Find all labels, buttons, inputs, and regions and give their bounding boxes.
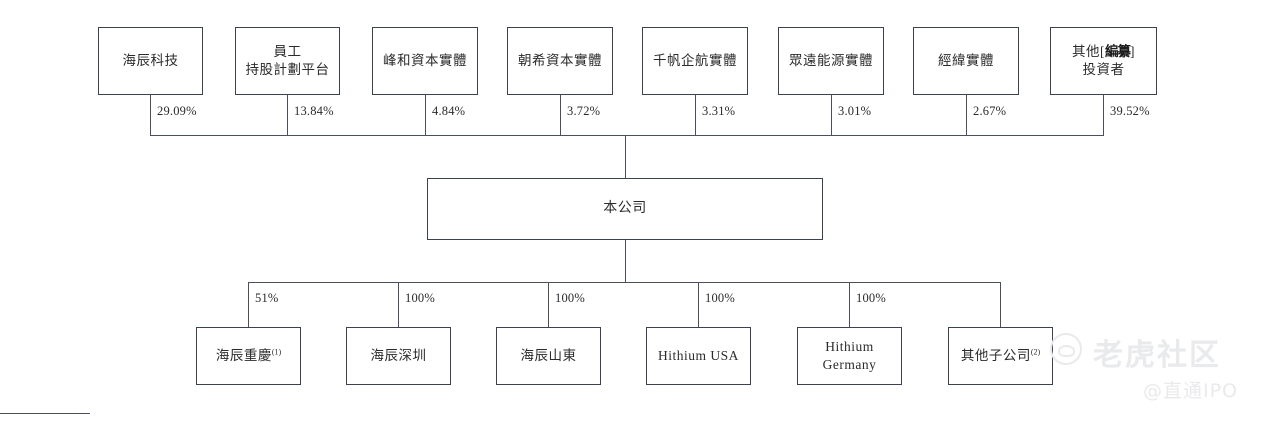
subsidiary-label-3: Hithium USA: [658, 347, 739, 363]
connector-subsidiary-2: [548, 282, 549, 327]
connector-subsidiary-5: [1000, 282, 1001, 327]
subsidiary-box-3: Hithium USA: [646, 327, 751, 385]
shareholder-label-6: 經緯實體: [938, 52, 994, 68]
shareholder-box-4: 千帆企航實體: [642, 27, 748, 95]
watermark-brand: 老虎社区: [1093, 338, 1221, 373]
subsidiary-label-2: 海辰山東: [520, 347, 577, 363]
shareholder-box-7: 其他[編纂] 投資者: [1050, 27, 1157, 95]
subsidiary-name-5: 其他子公司: [960, 347, 1031, 363]
connector-subsidiary-3: [698, 282, 699, 327]
company-label: 本公司: [603, 200, 647, 216]
shareholder-label-7-redacted: 編纂: [1105, 43, 1131, 59]
shareholder-box-1: 員工 持股計劃平台: [235, 27, 340, 95]
subsidiary-label-5: 其他子公司(2): [961, 347, 1040, 365]
subsidiary-label-0: 海辰重慶(1): [216, 347, 281, 365]
subsidiary-bus-line: [248, 282, 1000, 283]
subsidiary-note-0: (1): [271, 347, 282, 357]
shareholder-box-6: 經緯實體: [913, 27, 1019, 95]
connector-shareholder-6: [966, 95, 967, 135]
percent-label-4: 3.31%: [702, 104, 736, 118]
subsidiary-percent-label-4: 100%: [856, 291, 886, 305]
connector-shareholder-4: [695, 95, 696, 135]
percent-label-7: 39.52%: [1110, 104, 1150, 118]
subsidiary-percent-label-1: 100%: [405, 291, 435, 305]
connector-shareholder-2: [425, 95, 426, 135]
subsidiary-box-5: 其他子公司(2): [948, 327, 1053, 385]
connector-shareholder-1: [287, 95, 288, 135]
percent-label-2: 4.84%: [432, 104, 466, 118]
percent-label-5: 3.01%: [838, 104, 872, 118]
subsidiary-box-1: 海辰深圳: [346, 327, 451, 385]
connector-shareholder-3: [560, 95, 561, 135]
percent-label-6: 2.67%: [973, 104, 1007, 118]
shareholder-label-7-line2: 投資者: [1082, 62, 1125, 77]
subsidiary-percent-label-2: 100%: [555, 291, 585, 305]
connector-subsidiary-4: [849, 282, 850, 327]
shareholder-label-0: 海辰科技: [122, 52, 179, 68]
shareholder-label-7-line1: 其他[編纂]: [1072, 43, 1135, 61]
connector-subsidiary-1: [398, 282, 399, 327]
subsidiary-label-4-line1: Hithium: [825, 338, 874, 354]
shareholder-label-3: 朝希資本實體: [518, 52, 602, 68]
tiger-circle-icon: [1050, 333, 1082, 365]
connector-shareholder-5: [831, 95, 832, 135]
shareholder-box-5: 眾遠能源實體: [778, 27, 884, 95]
connector-shareholder-0: [150, 95, 151, 135]
connector-subsidiary-0: [248, 282, 249, 327]
percent-label-0: 29.09%: [157, 104, 197, 118]
connector-bus-to-company: [625, 135, 626, 178]
subsidiary-box-4: Hithium Germany: [797, 327, 902, 385]
subsidiary-name-0: 海辰重慶: [215, 347, 272, 363]
subsidiary-box-2: 海辰山東: [496, 327, 601, 385]
shareholder-label-4: 千帆企航實體: [653, 52, 737, 68]
shareholder-label-1-line1: 員工: [273, 43, 302, 59]
shareholder-label-1-line2: 持股計劃平台: [245, 62, 330, 77]
shareholder-box-2: 峰和資本實體: [372, 27, 478, 95]
shareholder-label-7-suffix: ]: [1130, 43, 1135, 59]
shareholder-box-0: 海辰科技: [98, 27, 203, 95]
shareholder-label-2: 峰和資本實體: [383, 52, 467, 68]
shareholder-box-3: 朝希資本實體: [507, 27, 613, 95]
subsidiary-percent-label-0: 51%: [255, 291, 279, 305]
subsidiary-note-5: (2): [1030, 347, 1041, 357]
connector-company-to-bus: [625, 240, 626, 282]
subsidiary-percent-label-3: 100%: [705, 291, 735, 305]
subsidiary-label-1: 海辰深圳: [370, 347, 427, 363]
watermark-handle: @直通IPO: [1143, 380, 1239, 402]
percent-label-1: 13.84%: [294, 104, 334, 118]
company-box: 本公司: [427, 178, 823, 240]
subsidiary-box-0: 海辰重慶(1): [196, 327, 301, 385]
shareholder-label-5: 眾遠能源實體: [789, 52, 873, 68]
percent-label-3: 3.72%: [567, 104, 601, 118]
shareholder-label-7-prefix: 其他[: [1072, 43, 1105, 59]
shareholder-bus-line: [150, 135, 1104, 136]
connector-shareholder-7: [1103, 95, 1104, 135]
subsidiary-label-4-line2: Germany: [822, 357, 877, 372]
footnote-separator-rule: [0, 413, 90, 414]
